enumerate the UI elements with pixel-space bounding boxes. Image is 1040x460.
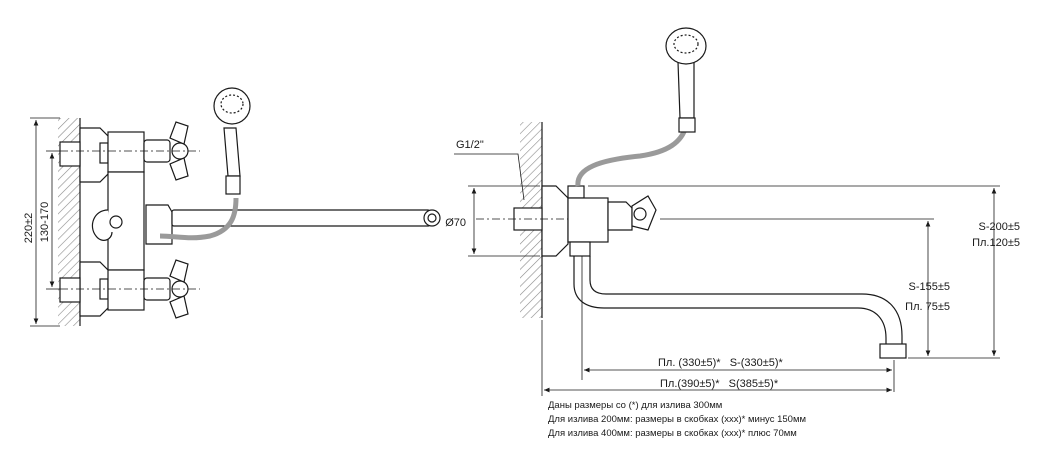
- dim-centers-label: 130-170: [39, 202, 51, 242]
- note-line-1: Даны размеры со (*) для излива 300мм: [548, 400, 722, 411]
- note-line-2: Для излива 200мм: размеры в скобках (ххх…: [548, 414, 806, 425]
- shower-head-side: [665, 27, 707, 133]
- mixer-body: [91, 171, 173, 271]
- hose-side: [575, 125, 689, 187]
- dim-overall-390-label: Пл.(390±5)* S(385±5)*: [660, 378, 779, 390]
- dim-spout-330-label: Пл. (330±5)* S-(330±5)*: [658, 357, 784, 369]
- dim-overall-label: 220±2: [23, 213, 35, 244]
- dim-pl120-label: Пл.120±5: [972, 237, 1020, 249]
- hose-front: [159, 197, 239, 241]
- spout-side: [171, 209, 441, 227]
- note-line-3: Для излива 400мм: размеры в скобках (ххх…: [548, 428, 797, 439]
- upper-valve: [59, 121, 200, 183]
- dim-s200-label: S-200±5: [978, 221, 1020, 233]
- front-view: [30, 87, 441, 327]
- front-dimensions: [30, 117, 60, 327]
- shower-head-front: [213, 87, 251, 195]
- thread-label: G1/2": [456, 139, 484, 151]
- lower-valve: [59, 259, 200, 319]
- dim-s155-label: S-155±5: [908, 281, 950, 293]
- spout-curved: [573, 256, 907, 359]
- diameter-label: Ø70: [445, 217, 466, 229]
- side-body: [567, 185, 657, 257]
- side-view: [454, 27, 1000, 396]
- side-dimensions: [454, 153, 1000, 396]
- dim-pl75-label: Пл. 75±5: [905, 301, 950, 313]
